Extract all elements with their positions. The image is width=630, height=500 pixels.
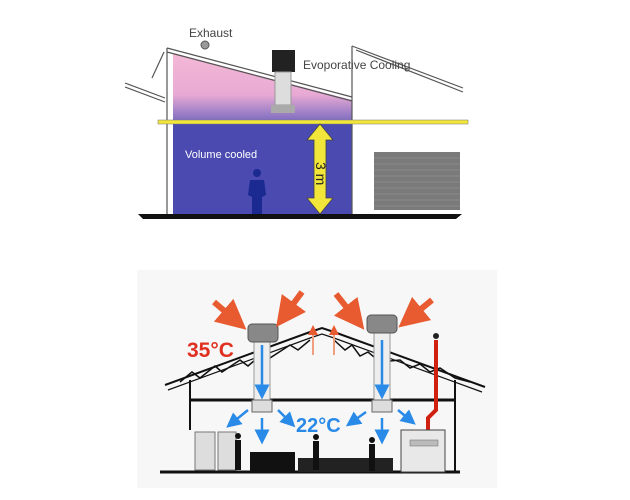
outside-temperature-label: 35°C <box>187 339 234 362</box>
work-bench-center <box>298 458 393 472</box>
evaporative-cooling-label: Evoporative Cooling <box>303 58 410 72</box>
rising-air-arrows <box>308 325 339 355</box>
building-outline <box>124 45 464 215</box>
cool-air-arrows <box>226 340 416 445</box>
bread-racks <box>194 431 237 471</box>
exhaust-fan-icon <box>200 40 210 50</box>
warm-air-region <box>173 53 352 122</box>
chimney-cap <box>433 333 439 339</box>
hot-air-arrows <box>212 290 434 330</box>
oven-machine <box>400 429 446 473</box>
top-diagram: 3 m Exhaust Evoporative Cooling Volume c… <box>120 10 480 228</box>
cooler-duct <box>274 71 292 106</box>
ceiling-line <box>157 119 469 125</box>
work-bench-left <box>250 452 295 472</box>
height-label: 3 m <box>313 162 329 185</box>
cooler-diffuser <box>271 105 295 113</box>
workers-silhouettes <box>235 433 375 471</box>
floor <box>138 214 462 219</box>
roof-fan-right <box>366 314 398 413</box>
chimney-pipe <box>426 340 438 432</box>
bottom-diagram: 35°C 22°C <box>137 270 497 488</box>
inside-temperature-label: 22°C <box>296 415 341 437</box>
roller-door-slats <box>374 157 460 207</box>
person-silhouette-icon <box>248 169 266 214</box>
roller-door <box>374 152 460 210</box>
oven-panel <box>409 439 439 447</box>
evaporative-cooler-icon <box>272 50 295 72</box>
volume-cooled-label: Volume cooled <box>185 149 257 161</box>
exhaust-label: Exhaust <box>189 26 233 40</box>
